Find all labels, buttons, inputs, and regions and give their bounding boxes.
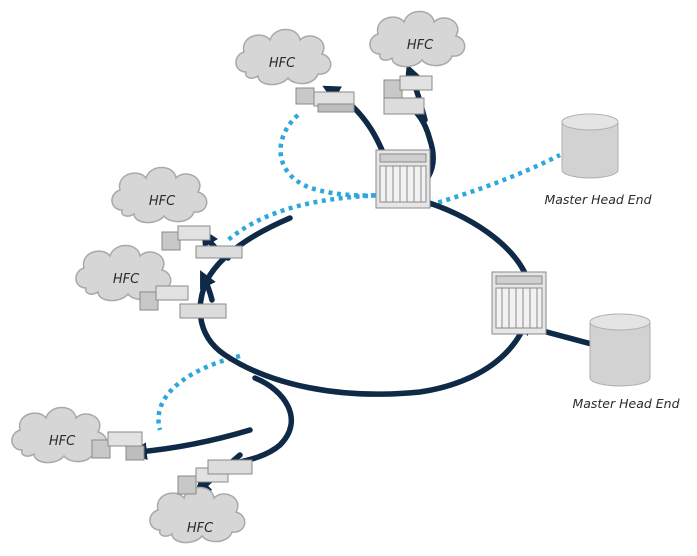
- dotted-link-left-arc: [226, 192, 386, 242]
- hfc-cloud-1: HFC: [235, 28, 332, 86]
- node-device-5: [91, 431, 145, 461]
- hfc-label: HFC: [187, 521, 214, 536]
- hfc-cloud-3: HFC: [111, 166, 208, 224]
- dotted-link-head-end-top: [429, 152, 562, 208]
- node-device-1: [295, 87, 355, 113]
- hfc-label: HFC: [49, 434, 76, 449]
- arrow-to-hfc-5: [129, 427, 253, 460]
- hfc-label: HFC: [113, 272, 140, 287]
- ring-bottom-loop: [207, 375, 294, 473]
- database-cylinder-icon: [561, 122, 619, 179]
- hfc-cloud-5: HFC: [11, 406, 108, 464]
- arrow-to-hfc-4: [200, 270, 216, 303]
- master-head-end-1: Master Head End: [544, 113, 652, 207]
- hfc-cloud-6: HFC: [149, 486, 246, 544]
- node-device-4: [139, 285, 227, 319]
- master-head-end-label: Master Head End: [572, 396, 679, 411]
- master-head-end-2: Master Head End: [572, 313, 680, 411]
- node-device-6: [177, 459, 253, 495]
- database-cylinder-icon: [589, 322, 651, 387]
- hfc-label: HFC: [269, 56, 296, 71]
- arrow-to-hfc-2: [404, 63, 428, 123]
- hfc-label: HFC: [149, 194, 176, 209]
- hub-chassis-top: [375, 149, 431, 209]
- node-device-2: [383, 75, 433, 115]
- dotted-link-top-loop: [278, 113, 386, 198]
- dotted-links: [156, 113, 562, 431]
- ring: [197, 102, 533, 473]
- hfc-cloud-4: HFC: [75, 244, 172, 302]
- hub-chassis-right: [491, 271, 547, 335]
- ring-outer: [197, 197, 533, 397]
- hfc-cloud-2: HFC: [369, 10, 466, 68]
- node-device-3: [161, 225, 243, 259]
- hfc-label: HFC: [407, 38, 434, 53]
- node-devices: [91, 75, 433, 495]
- master-head-end-label: Master Head End: [544, 192, 651, 207]
- dotted-link-bottom-loop: [156, 353, 241, 431]
